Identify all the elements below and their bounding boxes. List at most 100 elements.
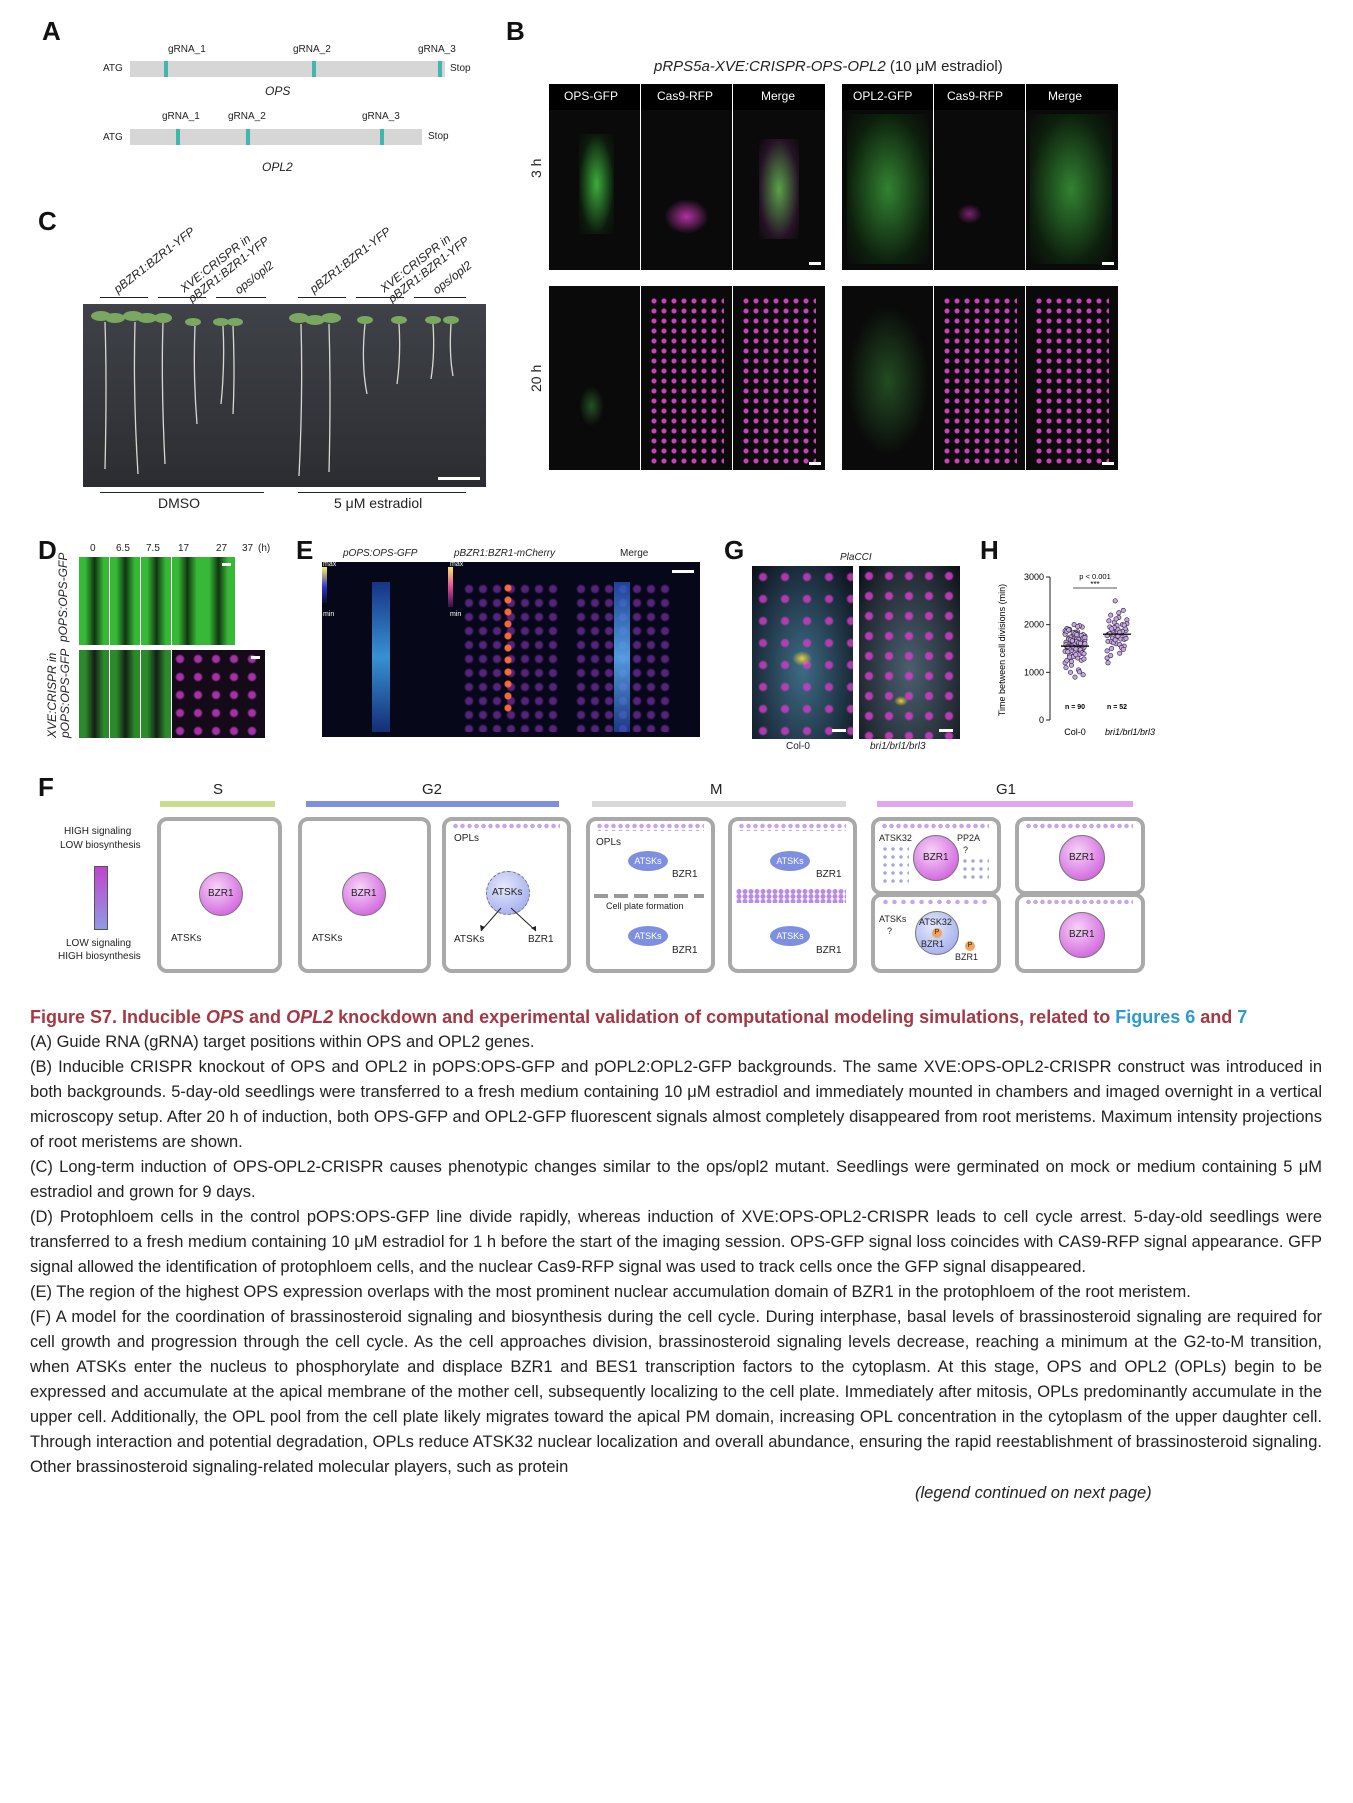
h-data-point xyxy=(1077,640,1083,646)
b-col-cas9-rfp-right: Cas9-RFP xyxy=(947,89,1004,103)
c-seedlings-svg xyxy=(91,311,459,477)
caption-title-and: and xyxy=(244,1007,287,1027)
f-phase-s: S xyxy=(213,781,224,798)
panel-g-bri1-image xyxy=(859,566,960,739)
h-data-point xyxy=(1109,626,1115,632)
f-g1u-nucleus xyxy=(913,835,959,881)
h-data-point xyxy=(1112,598,1118,604)
panel-g-col0-image xyxy=(752,566,853,739)
f-g1l-atsks: ATSKs xyxy=(879,914,907,924)
d-row-control: pOPS:OPS-GFP xyxy=(56,552,70,642)
h-data-point xyxy=(1123,635,1129,641)
g-bri1-label: bri1/brl1/brl3 xyxy=(870,741,926,752)
f-cell-s: BZR1 ATSKs xyxy=(157,817,282,973)
h-data-point xyxy=(1108,653,1114,659)
h-data-point xyxy=(1105,660,1111,666)
f-m2-atsks-top-label: ATSKs xyxy=(776,856,804,866)
caption-title-part2: knockdown and experimental validation of… xyxy=(333,1007,1116,1027)
f-cell-g1-2-upper: BZR1 xyxy=(1015,817,1145,895)
panel-c-seedlings-photo xyxy=(83,304,486,487)
c-treatment-dmso: DMSO xyxy=(158,495,200,511)
f-m1-cell-plate-label: Cell plate formation xyxy=(606,901,684,911)
h-data-point xyxy=(1120,607,1126,613)
h-n2: n = 52 xyxy=(1107,704,1127,711)
caption-link-figure6[interactable]: Figures 6 xyxy=(1115,1007,1196,1027)
h-data-point xyxy=(1081,651,1087,657)
f-m1-atsks-top-label: ATSKs xyxy=(634,856,662,866)
ops-grna1-mark xyxy=(164,61,168,77)
f-g2-opls: OPLs xyxy=(454,833,480,844)
f-legend-high: HIGH signaling xyxy=(64,826,132,837)
f-g1b-bzr1-top: BZR1 xyxy=(1069,852,1095,863)
f-g1u-opl-dots xyxy=(881,823,989,829)
panel-h-chart: Time between cell divisions (min) 010002… xyxy=(997,572,1155,737)
f-g2-dissolving-nucleus xyxy=(486,871,530,915)
f-phase-g2: G2 xyxy=(422,781,443,798)
d-time-0: 0 xyxy=(90,543,96,554)
opl2-atg-label: ATG xyxy=(103,132,123,143)
f-m1-opls: OPLs xyxy=(596,837,622,848)
f-s-nucleus xyxy=(199,872,243,916)
h-points xyxy=(1062,598,1130,680)
h-cat-col0: Col-0 xyxy=(1064,727,1086,737)
h-data-point xyxy=(1081,656,1087,662)
caption-link-figure7[interactable]: 7 xyxy=(1237,1007,1248,1027)
f-g1u-pp2a: PP2A xyxy=(957,833,981,843)
caption-title-ops: OPS xyxy=(206,1007,245,1027)
h-data-point xyxy=(1074,632,1080,638)
panel-b-3h-right xyxy=(842,84,1118,270)
f-m1-atsks-top: ATSKs xyxy=(628,851,668,871)
ops-gene-name: OPS xyxy=(265,84,291,98)
panel-f-label: F xyxy=(38,772,54,802)
h-data-point xyxy=(1116,610,1122,616)
h-pvalue: p < 0.001 xyxy=(1079,572,1111,581)
f-g1u-atsk32: ATSK32 xyxy=(879,833,912,843)
h-stars: *** xyxy=(1090,580,1099,589)
f-bar-g1 xyxy=(877,801,1133,807)
caption-title-and2: and xyxy=(1195,1007,1238,1027)
panel-d-crispr-row xyxy=(79,650,265,738)
d-time-4: 27 xyxy=(216,543,228,554)
h-data-point xyxy=(1080,672,1086,678)
panel-e-image: max min max min xyxy=(322,562,700,737)
ops-grna3-label: gRNA_3 xyxy=(418,44,456,55)
opl2-grna1-label: gRNA_1 xyxy=(162,111,200,122)
f-m2-atsks-bottom: ATSKs xyxy=(770,926,810,946)
f-g1l-phospho-2-label: P xyxy=(967,942,973,949)
f-g2-opl-dots xyxy=(452,823,560,829)
h-data-point xyxy=(1068,658,1074,664)
h-ylabel: Time between cell divisions (min) xyxy=(997,584,1007,716)
h-tick-label: 1000 xyxy=(1024,667,1044,677)
e-col-merge: Merge xyxy=(620,548,649,559)
e-col-bzr1: pBZR1:BZR1-mCherry xyxy=(454,548,556,559)
ops-grna3-mark xyxy=(438,61,442,77)
f-g1l-bzr1-out: BZR1 xyxy=(955,952,979,962)
opl2-grna2-label: gRNA_2 xyxy=(228,111,266,122)
f-phase-m: M xyxy=(710,781,723,798)
d-time-2: 7.5 xyxy=(146,543,160,554)
f-g1l-q: ? xyxy=(887,926,893,936)
panel-e-label: E xyxy=(296,535,314,565)
h-data-point xyxy=(1082,641,1088,647)
f-g1l-phospho-1: P xyxy=(932,928,942,938)
f-m2-opl-dots-top xyxy=(738,823,846,831)
f-legend-low: LOW signaling xyxy=(66,938,132,949)
e-colorbar-bzr1 xyxy=(448,567,453,607)
g-title: PlaCCI xyxy=(840,552,872,563)
b-col-merge-left: Merge xyxy=(761,89,796,103)
panel-b-title: pRPS5a-XVE:CRISPR-OPS-OPL2 (10 μM estrad… xyxy=(654,58,1003,75)
ops-grna2-mark xyxy=(312,61,316,77)
h-data-point xyxy=(1082,635,1088,641)
caption-continued: (legend continued on next page) xyxy=(915,1484,1152,1502)
f-m2-atsks-top: ATSKs xyxy=(770,851,810,871)
h-data-point xyxy=(1108,612,1114,618)
f-g2-bzr1: BZR1 xyxy=(351,888,377,899)
opl2-grna3-label: gRNA_3 xyxy=(362,111,400,122)
f-g1b-nucleus-bottom xyxy=(1059,912,1105,958)
e-min-ops: min xyxy=(323,611,335,618)
f-m2-bzr1-top: BZR1 xyxy=(816,869,842,880)
panel-b-title-construct: pRPS5a-XVE:CRISPR-OPS-OPL2 xyxy=(654,58,886,75)
opl2-grna1-mark xyxy=(176,129,180,145)
f-bar-s xyxy=(160,801,275,807)
